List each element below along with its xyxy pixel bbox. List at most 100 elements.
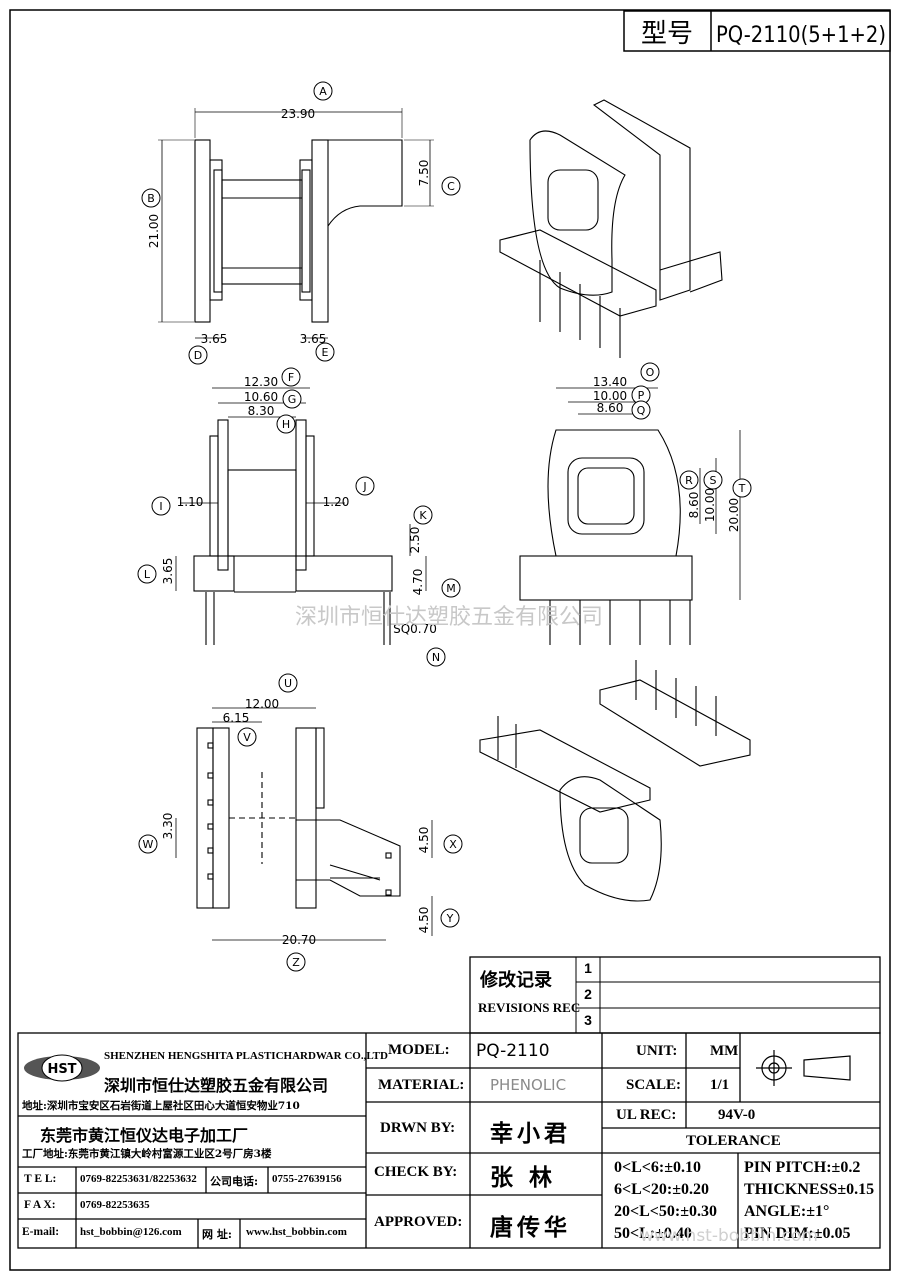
- dim-A: 23.90: [281, 107, 315, 121]
- dim-K: 2.50: [408, 527, 422, 554]
- bubble-label-z: Z: [292, 956, 300, 969]
- bubble-label-p: P: [638, 389, 645, 402]
- bubble-a: [313, 81, 333, 101]
- bubble-label-l: L: [144, 568, 151, 581]
- bubble-z: [286, 952, 306, 972]
- bubble-s: [703, 470, 723, 490]
- bubble-q: [631, 400, 651, 420]
- ulrec-value: 94V-0: [718, 1107, 756, 1123]
- bubble-b: [141, 188, 161, 208]
- tol-row-4: 50<L:±0.40: [614, 1225, 692, 1242]
- bubble-y: [440, 908, 460, 928]
- revision-mark-2: 2: [584, 986, 592, 1002]
- unit-value: MM: [710, 1043, 739, 1059]
- bubble-w: [138, 834, 158, 854]
- bubble-i: [151, 496, 171, 516]
- dim-V: 6.15: [223, 711, 250, 725]
- front-view-top: [158, 108, 434, 339]
- approved-label: APPROVED:: [374, 1214, 463, 1230]
- company-logo: HST: [24, 1054, 100, 1082]
- sheet-border: [9, 9, 891, 1271]
- tol2-row-2: THICKNESS±0.15: [744, 1181, 875, 1198]
- tol2-row-4: PIN DIM:±0.05: [744, 1225, 851, 1242]
- company-address: 地址:深圳市宝安区石岩街道上屋社区田心大道恒安物业710: [22, 1100, 300, 1112]
- watermark-url: www.hst-bobbin.com: [640, 1226, 818, 1246]
- dim-G: 10.60: [244, 390, 278, 404]
- email-value: hst_bobbin@126.com: [80, 1226, 182, 1238]
- dim-W: 3.30: [161, 813, 175, 840]
- scale-value: 1/1: [710, 1077, 730, 1093]
- fax-label: F A X:: [24, 1199, 56, 1211]
- dim-L: 3.65: [161, 558, 175, 585]
- dim-S: 10.00: [703, 488, 717, 522]
- dim-U: 12.00: [245, 697, 279, 711]
- dim-D: 3.65: [201, 332, 228, 346]
- type-label: 型号: [641, 19, 693, 49]
- tol2-row-1: PIN PITCH:±0.2: [744, 1159, 861, 1176]
- dim-B: 21.00: [147, 214, 161, 248]
- dim-R: 8.60: [687, 492, 701, 519]
- end-view: [519, 387, 741, 645]
- company-name-cn: 深圳市恒仕达塑胶五金有限公司: [104, 1076, 329, 1095]
- bubble-e: [315, 342, 335, 362]
- type-header-box: 型号 PQ-2110(5+1+2): [623, 10, 891, 52]
- tel-value: 0769-82253631/82253632: [80, 1173, 197, 1185]
- bubble-f: [281, 367, 301, 387]
- dim-E: 3.65: [300, 332, 327, 346]
- bubble-label-q: Q: [637, 404, 646, 417]
- factory-name: 东莞市黄江恒仪达电子加工厂: [40, 1126, 249, 1145]
- bubble-label-t: T: [738, 482, 746, 495]
- bubble-j: [355, 476, 375, 496]
- web-value: www.hst_bobbin.com: [246, 1226, 347, 1238]
- drawn-label: DRWN BY:: [380, 1120, 456, 1136]
- isometric-view-top: [499, 99, 723, 358]
- bubble-label-h: H: [282, 418, 290, 431]
- scale-label: SCALE:: [626, 1077, 682, 1093]
- titleblock-frame: [17, 1032, 881, 1249]
- dim-Y: 4.50: [417, 907, 431, 934]
- revisions-subtitle: REVISIONS REC: [478, 1000, 581, 1015]
- email-label: E-mail:: [22, 1226, 60, 1238]
- tol-row-3: 20<L<50:±0.30: [614, 1203, 718, 1220]
- dim-O: 13.40: [593, 375, 627, 389]
- drawn-value: 幸小君: [490, 1120, 571, 1147]
- type-value: PQ-2110(5+1+2): [716, 23, 886, 48]
- bubble-label-b: B: [147, 192, 155, 205]
- dim-C: 7.50: [417, 160, 431, 187]
- bubble-label-m: M: [446, 582, 456, 595]
- dim-J: 1.20: [323, 495, 350, 509]
- dim-Z: 20.70: [282, 933, 316, 947]
- tol-row-2: 6<L<20:±0.20: [614, 1181, 710, 1198]
- bubble-label-r: R: [685, 474, 693, 487]
- bottom-view: [175, 707, 433, 941]
- dim-I: 1.10: [177, 495, 204, 509]
- company-name-en: SHENZHEN HENGSHITA PLASTICHARDWAR CO.,LT…: [104, 1050, 388, 1062]
- dim-H: 8.30: [248, 404, 275, 418]
- model-value: PQ-2110: [476, 1041, 550, 1061]
- tol2-row-3: ANGLE:±1°: [744, 1203, 830, 1220]
- phone-value: 0755-27639156: [272, 1173, 342, 1185]
- bubble-label-v: V: [243, 731, 251, 744]
- bubble-t: [732, 478, 752, 498]
- bubble-label-u: U: [284, 677, 292, 690]
- bubble-label-g: G: [288, 393, 297, 406]
- revisions-title: 修改记录: [480, 970, 552, 991]
- model-label: MODEL:: [388, 1042, 450, 1058]
- bubble-l: [137, 564, 157, 584]
- check-label: CHECK BY:: [374, 1164, 458, 1180]
- bubble-n: [426, 647, 446, 667]
- revision-mark-3: 3: [584, 1012, 592, 1028]
- bubble-label-w: W: [143, 838, 154, 851]
- bubble-h: [276, 414, 296, 434]
- bubble-label-c: C: [447, 180, 455, 193]
- ulrec-label: UL REC:: [616, 1107, 677, 1123]
- projection-symbol-icon: [756, 1050, 851, 1086]
- side-view: [175, 387, 427, 645]
- bubble-label-a: A: [319, 85, 327, 98]
- bubble-d: [188, 345, 208, 365]
- bubble-label-j: J: [362, 480, 366, 493]
- dim-X: 4.50: [417, 827, 431, 854]
- bubble-u: [278, 673, 298, 693]
